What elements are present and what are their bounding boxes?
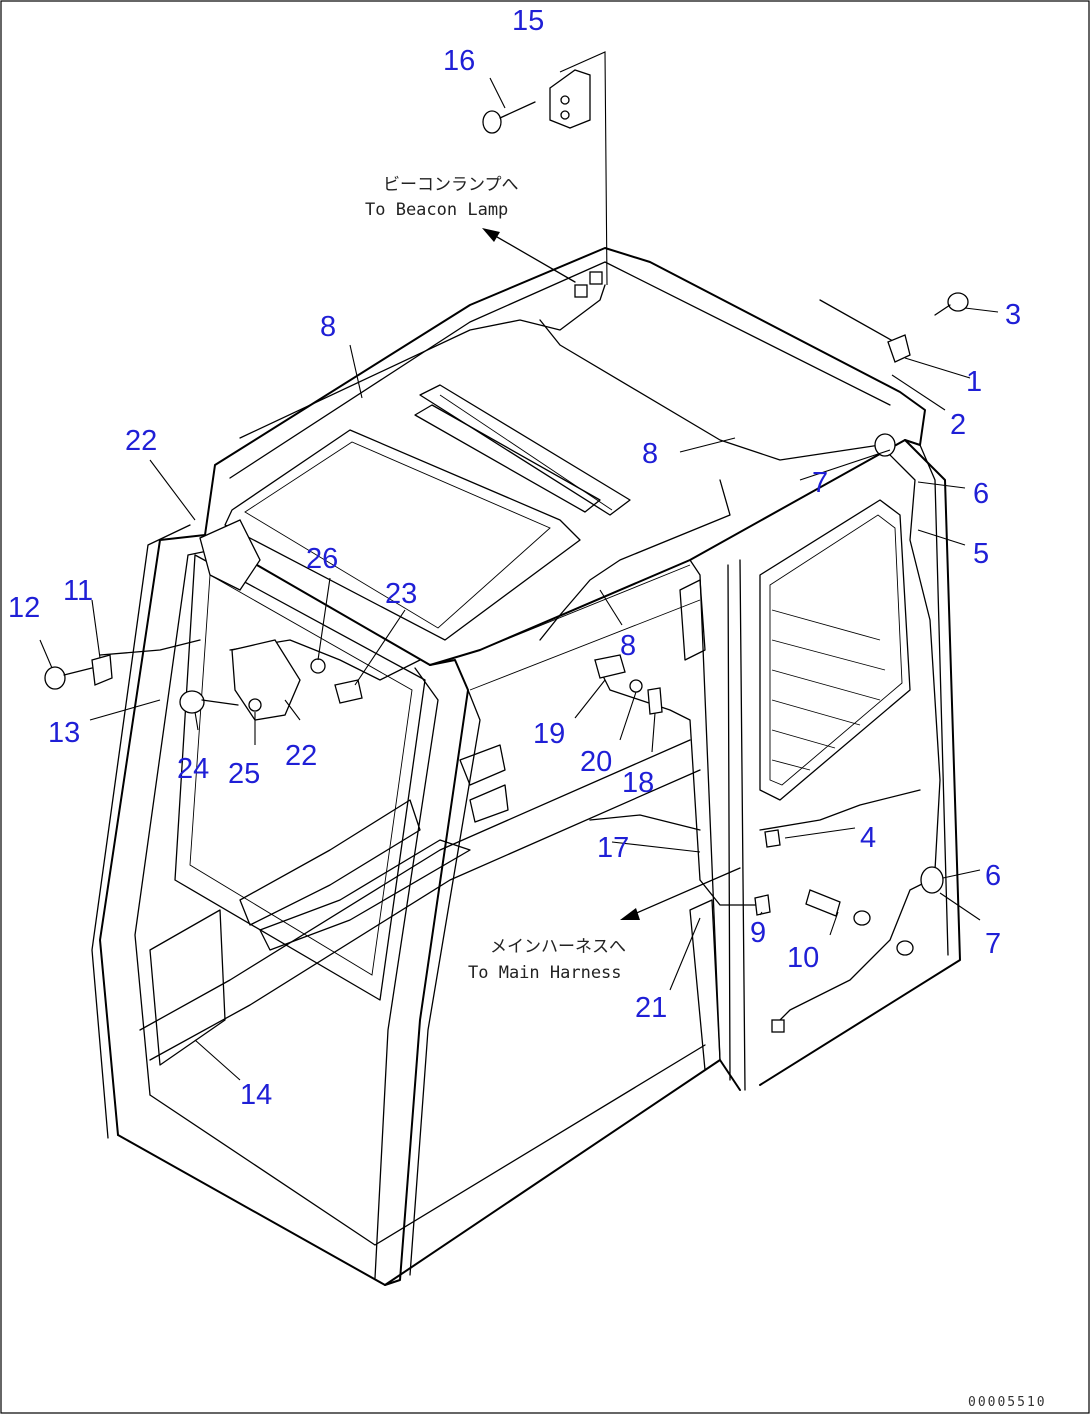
lamp-22-upper xyxy=(199,519,261,591)
wiring-harness xyxy=(99,284,941,1026)
callout-6-upper: 6 xyxy=(973,478,989,510)
callout-7-lower: 7 xyxy=(985,928,1001,960)
callout-22-lower: 22 xyxy=(285,740,317,772)
callout-25: 25 xyxy=(228,758,260,790)
clip-18 xyxy=(647,687,663,715)
callout-9: 9 xyxy=(750,917,766,949)
bolt-16 xyxy=(482,110,502,134)
connector-1 xyxy=(887,334,911,363)
bolt-10 xyxy=(805,889,841,917)
lamp-22-lower xyxy=(231,639,301,721)
callout-20: 20 xyxy=(580,746,612,778)
washer-20 xyxy=(629,679,643,693)
callout-17: 17 xyxy=(597,832,629,864)
notes: ビーコンランプへ To Beacon Lamp メインハーネスへ To Main… xyxy=(365,175,1047,1410)
connector-26 xyxy=(310,658,326,674)
bolt-19 xyxy=(594,654,626,679)
connector-9 xyxy=(754,894,771,916)
note-harness-jp: メインハーネスへ xyxy=(490,937,626,957)
callout-5: 5 xyxy=(973,538,989,570)
direction-arrows xyxy=(482,228,741,920)
bracket-15 xyxy=(549,69,591,129)
callout-11: 11 xyxy=(63,575,93,607)
note-beacon-en: To Beacon Lamp xyxy=(365,200,508,220)
callout-22-upper: 22 xyxy=(125,425,157,457)
switch-3 xyxy=(947,292,969,312)
clip-4 xyxy=(764,829,781,848)
callout-15: 15 xyxy=(512,5,544,37)
bolt-12 xyxy=(44,666,66,690)
callout-19: 19 xyxy=(533,718,565,750)
callout-16: 16 xyxy=(443,45,475,77)
callout-23: 23 xyxy=(385,578,417,610)
washer-10 xyxy=(853,910,871,926)
cab-body xyxy=(91,247,961,1286)
callout-numbers: 1 2 3 4 5 6 6 7 7 8 8 8 9 10 11 12 13 14… xyxy=(8,5,1021,1111)
callout-2: 2 xyxy=(950,409,966,441)
callout-6-lower: 6 xyxy=(985,860,1001,892)
callout-14: 14 xyxy=(240,1079,272,1111)
callout-1: 1 xyxy=(966,366,982,398)
callout-24: 24 xyxy=(177,753,209,785)
note-harness-en: To Main Harness xyxy=(468,963,622,983)
callout-13: 13 xyxy=(48,717,80,749)
drawing-code: 00005510 xyxy=(968,1395,1047,1410)
callout-4: 4 xyxy=(860,822,876,854)
bolt-24 xyxy=(179,690,205,714)
note-beacon-jp: ビーコンランプへ xyxy=(383,175,519,195)
callout-12: 12 xyxy=(8,592,40,624)
connector-23 xyxy=(334,679,363,704)
grommet-7-lower xyxy=(920,866,944,894)
callout-8-c: 8 xyxy=(620,630,636,662)
parts xyxy=(44,69,969,1033)
callout-8-a: 8 xyxy=(320,311,336,343)
washer-25 xyxy=(248,698,262,712)
callout-7-upper: 7 xyxy=(812,467,828,499)
grommet-7-upper xyxy=(874,433,896,457)
callout-26: 26 xyxy=(306,543,338,575)
leader-lines xyxy=(39,51,999,1081)
callout-18: 18 xyxy=(622,767,654,799)
callout-3: 3 xyxy=(1005,299,1021,331)
callout-21: 21 xyxy=(635,992,667,1024)
callout-10: 10 xyxy=(787,942,819,974)
callout-8-b: 8 xyxy=(642,438,658,470)
switch-11 xyxy=(91,654,113,686)
